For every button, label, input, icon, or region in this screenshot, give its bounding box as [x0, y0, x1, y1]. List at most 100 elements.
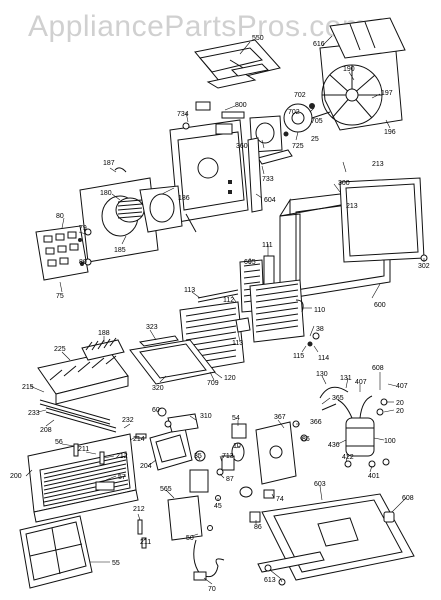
part-label-300: 300	[338, 180, 350, 187]
part-label-10: 10	[233, 443, 241, 450]
part-label-616: 616	[313, 41, 325, 48]
part-label-702: 702	[288, 109, 300, 116]
part-label-86: 86	[254, 524, 262, 531]
part-label-422: 422	[342, 454, 354, 461]
part-label-74: 74	[276, 496, 284, 503]
top-cover-550	[194, 39, 281, 89]
part-label-204: 204	[140, 463, 152, 470]
part-label-407: 407	[396, 383, 408, 390]
part-label-208: 208	[40, 427, 52, 434]
part-label-75: 75	[56, 293, 64, 300]
part-label-215: 215	[22, 384, 34, 391]
louver-assembly-225	[37, 337, 129, 405]
part-label-114: 114	[318, 355, 329, 362]
small-hardware	[73, 122, 428, 549]
part-label-211: 211	[140, 539, 151, 546]
part-label-80: 80	[79, 259, 87, 266]
part-label-232: 232	[122, 417, 134, 424]
part-label-20: 20	[396, 400, 404, 407]
part-label-360: 360	[236, 143, 248, 150]
air-filter-55	[19, 515, 93, 589]
part-label-70: 70	[208, 586, 216, 593]
part-label-702: 702	[294, 92, 306, 99]
part-label-186: 186	[178, 195, 190, 202]
part-label-550: 550	[252, 35, 264, 42]
part-label-600: 600	[374, 302, 386, 309]
part-label-310: 310	[200, 413, 212, 420]
part-label-200: 200	[10, 473, 22, 480]
part-label-130: 130	[316, 371, 328, 378]
part-label-87: 87	[226, 476, 234, 483]
part-label-608: 608	[402, 495, 414, 502]
part-label-79: 79	[79, 225, 87, 232]
part-label-323: 323	[146, 324, 158, 331]
compressor-bracket	[221, 421, 297, 523]
part-label-185: 185	[114, 247, 126, 254]
part-label-54: 54	[232, 415, 240, 422]
part-label-213: 213	[372, 161, 384, 168]
base-pan-603	[257, 493, 415, 586]
part-label-111: 111	[262, 242, 273, 249]
blower-wheel-180	[79, 167, 183, 263]
part-label-20: 20	[396, 408, 404, 415]
part-label-45: 45	[214, 503, 222, 510]
part-label-709: 709	[207, 380, 219, 387]
part-label-302: 302	[418, 263, 430, 270]
part-label-713: 713	[222, 453, 234, 460]
part-label-705: 705	[311, 118, 323, 125]
part-label-25: 25	[311, 136, 319, 143]
part-label-211: 211	[78, 446, 89, 453]
part-label-733: 733	[262, 176, 274, 183]
part-label-725: 725	[292, 143, 304, 150]
part-label-608: 608	[372, 365, 384, 372]
part-label-233: 233	[28, 410, 40, 417]
part-label-180: 180	[100, 190, 112, 197]
part-label-190: 190	[343, 66, 355, 73]
part-label-35: 35	[194, 453, 202, 460]
part-label-57: 57	[118, 474, 126, 481]
part-label-401: 401	[368, 473, 380, 480]
part-label-213: 213	[346, 203, 358, 210]
part-label-565: 565	[160, 486, 172, 493]
part-label-55: 55	[112, 560, 120, 567]
part-label-407: 407	[355, 379, 367, 386]
part-label-367: 367	[274, 414, 286, 421]
part-label-56: 56	[55, 439, 63, 446]
leader-lines	[25, 35, 425, 585]
part-label-187: 187	[103, 160, 115, 167]
part-label-436: 436	[328, 442, 340, 449]
part-label-113: 113	[232, 340, 243, 347]
part-label-113: 113	[184, 287, 195, 294]
part-label-60: 60	[152, 407, 160, 414]
part-label-197: 197	[381, 90, 393, 97]
part-label-188: 188	[98, 330, 110, 337]
part-label-50: 50	[186, 535, 194, 542]
condenser-coil-110	[249, 279, 313, 347]
control-panel-204	[149, 407, 199, 471]
part-label-196: 196	[384, 129, 396, 136]
part-label-38: 38	[316, 326, 324, 333]
part-label-212: 212	[116, 453, 128, 460]
part-label-366: 366	[310, 419, 322, 426]
control-board-75	[35, 225, 89, 281]
filter-rails-233	[39, 399, 117, 433]
part-label-112: 112	[223, 297, 234, 304]
part-label-80: 80	[56, 213, 64, 220]
drain-pan-320	[129, 335, 216, 385]
electrical-box-565	[167, 450, 225, 581]
part-label-120: 120	[224, 375, 236, 382]
part-label-605: 605	[244, 259, 256, 266]
compressor-100	[319, 386, 388, 468]
part-label-320: 320	[152, 385, 164, 392]
part-label-734: 734	[177, 111, 189, 118]
fan-shroud-196	[319, 17, 406, 131]
part-label-110: 110	[314, 307, 325, 314]
part-label-800: 800	[235, 102, 247, 109]
part-label-86: 86	[302, 436, 310, 443]
part-label-225: 225	[54, 346, 66, 353]
part-label-212: 212	[133, 506, 145, 513]
part-label-115: 115	[293, 353, 304, 360]
